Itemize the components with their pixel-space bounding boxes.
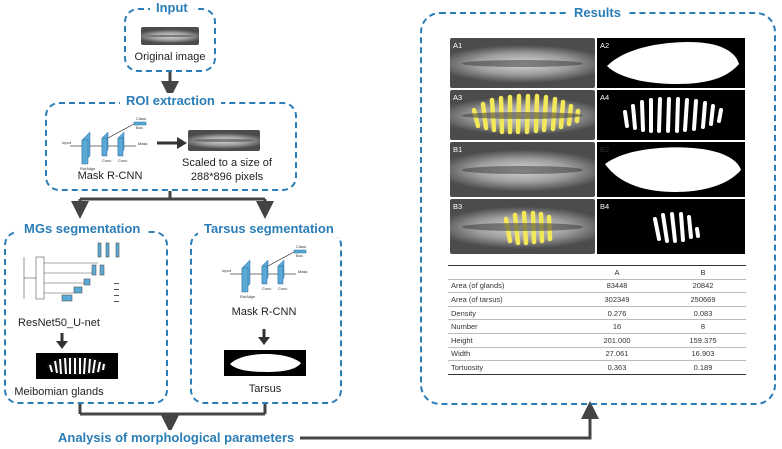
- table-cell: 0.276: [574, 306, 660, 321]
- scaled-text-line2: 288*896 pixels: [190, 171, 264, 183]
- table-cell: Density: [448, 306, 574, 321]
- table-cell: 16: [574, 319, 660, 334]
- table-cell: 16.903: [660, 347, 746, 362]
- table-cell: 0.363: [574, 360, 660, 375]
- scaled-eye-image: [188, 130, 260, 151]
- table-cell: 27.061: [574, 347, 660, 362]
- table-row: Density 0.276 0.083: [448, 306, 746, 321]
- panel-a2-image: [597, 38, 745, 88]
- table-cell: 83448: [574, 279, 660, 294]
- tarsus-network-label: Mask R-CNN: [231, 306, 297, 318]
- panel-label-a4: A4: [600, 93, 610, 102]
- panel-label-b1: B1: [453, 145, 463, 154]
- panel-label-b3: B3: [453, 202, 463, 211]
- table-cell: 159.375: [660, 333, 746, 348]
- table-cell: 0.189: [660, 360, 746, 375]
- table-cell: 0.083: [660, 306, 746, 321]
- panel-label-a2: A2: [600, 41, 610, 50]
- panel-b3-glands: [503, 210, 553, 246]
- tarsus-net-mask-label: Mask: [298, 269, 308, 274]
- roi-extraction-title: ROI extraction: [120, 93, 221, 109]
- scaled-text-line1: Scaled to a size of: [182, 157, 272, 169]
- table-cell: Area (of tarsus): [448, 292, 574, 307]
- mgs-segmentation-title: MGs segmentation: [18, 221, 147, 237]
- roi-maskrcnn-diagram: Input RoIAlign Conv Conv Class Box Mask: [62, 116, 148, 171]
- roi-net-conv2-label: Conv: [118, 158, 127, 163]
- mgs-output-mask: [36, 353, 118, 379]
- panel-b4-image: [597, 199, 745, 254]
- table-row: Area (of tarsus) 302349 250669: [448, 292, 746, 307]
- tarsus-segmentation-title: Tarsus segmentation: [198, 221, 340, 237]
- tarsus-net-conv2-label: Conv: [278, 286, 287, 291]
- original-eye-image: [141, 27, 199, 45]
- roi-network-label: Mask R-CNN: [77, 170, 143, 182]
- panel-a2-tarsus: [607, 42, 739, 84]
- gland-stripes: [47, 357, 107, 375]
- tarsus-net-conv1-label: Conv: [262, 286, 271, 291]
- roi-net-input-label: Input: [62, 140, 72, 145]
- table-cell: 250669: [660, 292, 746, 307]
- panel-a4-image: [597, 90, 745, 140]
- tarsus-output-mask: [224, 350, 306, 376]
- results-table: A B Area (of glands) 83448 20842 Area (o…: [448, 265, 746, 375]
- tarsus-net-box-label: Box: [296, 253, 303, 258]
- table-row: Number 16 8: [448, 319, 746, 334]
- original-image-caption: Original image: [134, 51, 206, 63]
- table-header-row: A B: [448, 265, 746, 280]
- roi-net-roialign-label: RoIAlign: [80, 166, 95, 171]
- mgs-down-arrow: [56, 333, 68, 349]
- panel-label-a1: A1: [453, 41, 463, 50]
- tarsus-net-class-label: Class: [296, 244, 306, 249]
- results-title: Results: [568, 5, 627, 21]
- panel-b2-tarsus: [605, 147, 741, 192]
- table-cell: Width: [448, 347, 574, 362]
- tarsus-net-input-label: Input: [222, 268, 232, 273]
- roi-net-conv1-label: Conv: [102, 158, 111, 163]
- analysis-title: Analysis of morphological parameters: [52, 430, 301, 446]
- roi-arrow: [157, 137, 187, 149]
- panel-label-b2: B2: [600, 145, 610, 154]
- table-cell: Height: [448, 333, 574, 348]
- roi-net-class-label: Class: [136, 116, 146, 121]
- panel-b4-glands: [653, 212, 700, 243]
- table-header-cell: B: [660, 265, 746, 280]
- table-row: Tortuosity 0.363 0.189: [448, 360, 746, 375]
- mgs-output-label: Meibomian glands: [14, 386, 104, 398]
- table-cell: 20842: [660, 279, 746, 294]
- table-cell: 201.000: [574, 333, 660, 348]
- mgs-network-label: ResNet50_U-net: [18, 317, 100, 329]
- table-cell: 302349: [574, 292, 660, 307]
- panel-b1-image: [450, 142, 595, 197]
- panel-b2-image: [597, 142, 745, 197]
- tarsus-net-roialign-label: RoIAlign: [240, 294, 255, 299]
- tarsus-output-label: Tarsus: [248, 383, 282, 395]
- panel-a3-image: [450, 90, 595, 140]
- panel-a1-image: [450, 38, 595, 88]
- resnet50-unet-diagram: [23, 242, 120, 302]
- table-header-cell: [448, 265, 574, 280]
- panel-label-a3: A3: [453, 93, 463, 102]
- table-cell: Area (of glands): [448, 279, 574, 294]
- table-cell: 8: [660, 319, 746, 334]
- table-row: Area (of glands) 83448 20842: [448, 279, 746, 294]
- table-cell: Tortuosity: [448, 360, 574, 375]
- tarsus-shape: [230, 354, 301, 372]
- roi-net-box-label: Box: [136, 125, 143, 130]
- table-row: Height 201.000 159.375: [448, 333, 746, 348]
- panel-a4-glands: [623, 97, 723, 133]
- table-cell: Number: [448, 319, 574, 334]
- tarsus-down-arrow: [258, 329, 270, 345]
- input-title: Input: [150, 0, 194, 16]
- tarsus-maskrcnn-diagram: Input RoIAlign Conv Conv Class Box Mask: [222, 244, 308, 299]
- panel-label-b4: B4: [600, 202, 610, 211]
- panel-b3-image: [450, 199, 595, 254]
- roi-net-mask-label: Mask: [138, 141, 148, 146]
- table-row: Width 27.061 16.903: [448, 347, 746, 362]
- panel-a3-glands: [471, 93, 581, 135]
- table-header-cell: A: [574, 265, 660, 280]
